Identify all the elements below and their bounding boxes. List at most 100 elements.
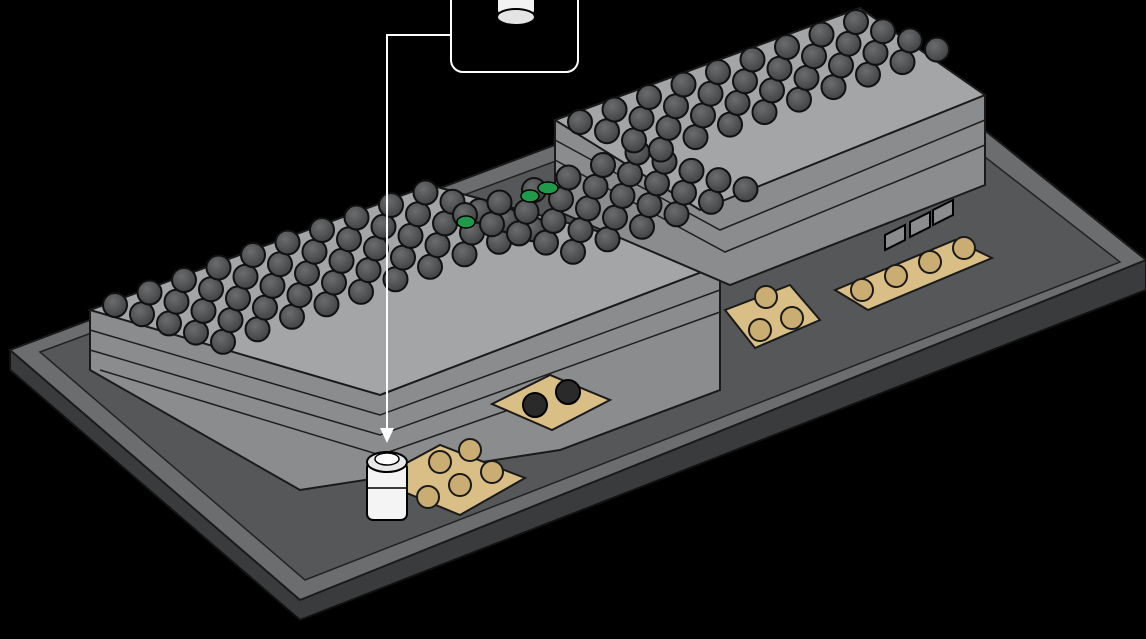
stud <box>268 252 292 276</box>
stud <box>165 290 189 314</box>
stud <box>364 236 388 260</box>
stud <box>603 206 627 230</box>
stud <box>561 240 585 264</box>
stud <box>345 206 369 230</box>
stud <box>637 85 661 109</box>
tan-stud <box>429 451 451 473</box>
stud <box>130 302 154 326</box>
stud <box>891 50 915 74</box>
stud <box>414 181 438 205</box>
stud <box>357 258 381 282</box>
stud <box>618 162 642 186</box>
stud <box>795 66 819 90</box>
stud <box>426 233 450 257</box>
stud <box>234 265 258 289</box>
stud <box>295 261 319 285</box>
stud <box>611 184 635 208</box>
tan-stud <box>749 319 771 341</box>
stud <box>871 19 895 43</box>
stud <box>741 48 765 72</box>
stud <box>138 281 162 305</box>
stud <box>657 116 681 140</box>
stud <box>399 224 423 248</box>
stud <box>638 193 662 217</box>
stud <box>630 107 654 131</box>
tan-stud <box>781 307 803 329</box>
stud <box>822 75 846 99</box>
stud <box>775 35 799 59</box>
stud <box>603 98 627 122</box>
stud <box>726 91 750 115</box>
stud <box>753 100 777 124</box>
stud <box>172 268 196 292</box>
stud <box>391 246 415 270</box>
tan-stud <box>919 251 941 273</box>
stud <box>664 94 688 118</box>
stud <box>925 38 949 62</box>
stud <box>253 296 277 320</box>
stud <box>584 175 608 199</box>
tan-stud <box>449 474 471 496</box>
stud <box>649 138 673 162</box>
stud <box>226 286 250 310</box>
stud <box>488 191 512 215</box>
stud <box>699 82 723 106</box>
stud <box>480 212 504 236</box>
stud <box>707 168 731 192</box>
stud <box>453 242 477 266</box>
stud <box>898 28 922 52</box>
stud <box>684 125 708 149</box>
stud <box>595 119 619 143</box>
dark-stud <box>523 393 547 417</box>
stud <box>630 215 654 239</box>
stud <box>349 280 373 304</box>
stud <box>315 292 339 316</box>
stud <box>802 44 826 68</box>
stud <box>768 57 792 81</box>
stud <box>288 283 312 307</box>
stud <box>192 299 216 323</box>
stud <box>691 103 715 127</box>
stud <box>622 128 646 152</box>
stud <box>219 308 243 332</box>
tan-stud <box>885 265 907 287</box>
stud <box>706 60 730 84</box>
stud <box>699 190 723 214</box>
stud <box>280 305 304 329</box>
stud <box>418 255 442 279</box>
stud <box>557 166 581 190</box>
stud <box>760 78 784 102</box>
stud <box>199 277 223 301</box>
stud <box>534 231 558 255</box>
stud <box>103 293 127 317</box>
tan-stud <box>851 279 873 301</box>
stud <box>734 177 758 201</box>
white-round-brick-icon <box>497 0 535 25</box>
stud <box>507 221 531 245</box>
stud <box>542 209 566 233</box>
stud <box>680 159 704 183</box>
stud <box>184 321 208 345</box>
stud <box>157 311 181 335</box>
stud <box>246 317 270 341</box>
stud <box>310 218 334 242</box>
stud <box>596 227 620 251</box>
part-callout-box <box>451 0 578 72</box>
tan-stud <box>755 286 777 308</box>
placed-white-round-brick <box>367 452 407 520</box>
stud <box>372 215 396 239</box>
stud <box>672 73 696 97</box>
stud <box>856 63 880 87</box>
stud <box>837 32 861 56</box>
stud <box>829 53 853 77</box>
stud <box>211 330 235 354</box>
stud <box>330 249 354 273</box>
stud <box>645 171 669 195</box>
tan-stud <box>953 237 975 259</box>
stud <box>787 88 811 112</box>
stud <box>303 240 327 264</box>
stud <box>337 227 361 251</box>
dark-stud <box>556 380 580 404</box>
